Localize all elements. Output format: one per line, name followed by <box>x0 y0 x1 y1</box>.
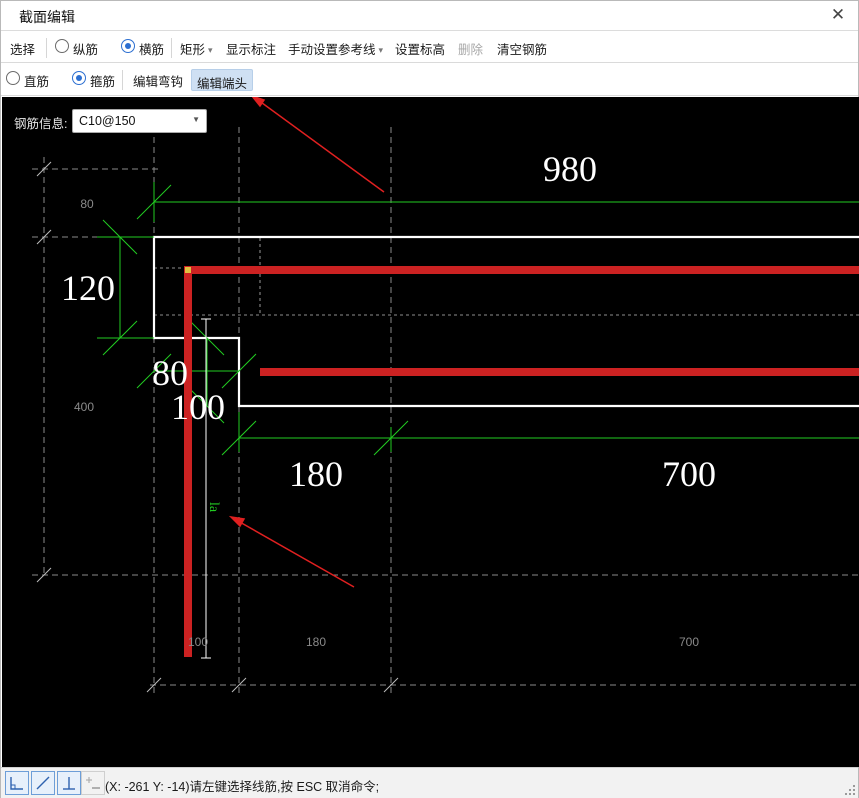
ortho-mode-icon[interactable] <box>5 771 29 795</box>
add-point-icon[interactable] <box>81 771 105 795</box>
dim-tick <box>189 388 225 424</box>
rebar-info-label: 钢筋信息: <box>14 117 68 131</box>
rebar-info-select[interactable]: C10@150 ▼ <box>72 109 207 133</box>
arrowhead <box>228 515 246 528</box>
toolbar-rebar-type: 直筋 箍筋 编辑弯钩 编辑端头 <box>1 64 858 96</box>
dim-small-180: 180 <box>306 635 326 649</box>
anchor-label: la <box>206 502 221 513</box>
annotation-arrow <box>257 99 385 193</box>
chevron-down-icon: ▼ <box>192 115 200 124</box>
oblique-mode-icon[interactable] <box>31 771 55 795</box>
show-dims-button[interactable]: 显示标注 <box>226 43 277 57</box>
dim-tick <box>136 353 172 389</box>
straight-label[interactable]: 直筋 <box>24 75 50 89</box>
clear-rebar-button[interactable]: 清空钢筋 <box>497 43 548 57</box>
guide-lines <box>32 127 859 697</box>
delete-button[interactable]: 删除 <box>458 43 484 57</box>
perpendicular-mode-icon[interactable] <box>57 771 81 795</box>
toolbar-divider <box>46 38 47 58</box>
section-drawing: 980 120 80 100 180 700 80 400 100 180 70… <box>32 97 859 697</box>
stirrup-label[interactable]: 箍筋 <box>90 75 116 89</box>
inner-guides <box>154 238 859 316</box>
straight-radio[interactable] <box>6 71 20 85</box>
edit-end-button[interactable]: 编辑端头 <box>191 69 254 91</box>
annotation-arrow <box>237 520 355 588</box>
dim-label-180: 180 <box>289 454 343 494</box>
dim-tick <box>102 219 138 255</box>
rebar-info-value: C10@150 <box>79 114 136 128</box>
chevron-down-icon: ▾ <box>378 45 384 55</box>
dim-tick <box>136 184 172 220</box>
dim-tick <box>373 420 409 456</box>
longitudinal-radio[interactable] <box>55 39 69 53</box>
drawing-canvas[interactable]: 980 120 80 100 180 700 80 400 100 180 70… <box>2 97 859 767</box>
dim-small-80: 80 <box>80 197 94 211</box>
dim-label-120: 120 <box>61 268 115 308</box>
tick-mark <box>146 677 162 693</box>
dim-small-100: 100 <box>188 635 208 649</box>
manual-ref-dropdown[interactable]: 手动设置参考线▾ <box>288 39 383 58</box>
window-title: 截面编辑 <box>19 9 75 25</box>
stirrup-radio[interactable] <box>72 71 86 85</box>
dim-label-980: 980 <box>543 149 597 189</box>
close-icon[interactable]: ✕ <box>830 5 846 24</box>
toolbar-divider <box>171 38 172 58</box>
dim-tick <box>189 320 225 356</box>
rebar-node <box>185 267 191 273</box>
dim-label-700: 700 <box>662 454 716 494</box>
title-bar: 截面编辑 ✕ <box>1 1 858 31</box>
dim-small-700: 700 <box>679 635 699 649</box>
anchor-dim <box>201 318 211 659</box>
toolbar-divider <box>122 70 123 90</box>
manual-ref-label: 手动设置参考线 <box>288 43 376 57</box>
annotation-arrows <box>228 97 385 588</box>
dim-tick <box>221 420 257 456</box>
dim-label-80: 80 <box>152 353 188 393</box>
set-elevation-button[interactable]: 设置标高 <box>395 43 446 57</box>
small-dim-labels: 80 400 100 180 700 <box>74 197 699 649</box>
guide-ticks <box>36 161 399 693</box>
large-dim-labels: 980 120 80 100 180 700 <box>61 149 716 494</box>
arrowhead <box>251 97 266 108</box>
toolbar-main: 选择 纵筋 横筋 矩形▾ 显示标注 手动设置参考线▾ 设置标高 删除 清空钢筋 <box>1 32 858 63</box>
select-button[interactable]: 选择 <box>10 43 36 57</box>
dimension-lines <box>97 182 859 456</box>
longitudinal-label[interactable]: 纵筋 <box>73 43 99 57</box>
status-bar: (X: -261 Y: -14)请左键选择线筋,按 ESC 取消命令; <box>1 767 858 798</box>
rectangle-dropdown[interactable]: 矩形▾ <box>180 39 213 58</box>
tick-mark <box>231 677 247 693</box>
status-message: (X: -261 Y: -14)请左键选择线筋,按 ESC 取消命令; <box>105 780 380 794</box>
dim-tick <box>102 320 138 356</box>
dim-label-100: 100 <box>171 387 225 427</box>
transverse-label[interactable]: 横筋 <box>139 43 165 57</box>
dim-small-400: 400 <box>74 400 94 414</box>
tick-mark <box>36 567 52 583</box>
chevron-down-icon: ▾ <box>208 45 213 55</box>
tick-mark <box>383 677 399 693</box>
edit-hook-button[interactable]: 编辑弯钩 <box>133 75 184 89</box>
section-outline <box>152 235 859 408</box>
dim-tick <box>221 353 257 389</box>
rectangle-label: 矩形 <box>180 43 206 57</box>
transverse-radio[interactable] <box>121 39 135 53</box>
tick-mark <box>36 161 52 177</box>
resize-grip-icon[interactable] <box>844 784 856 796</box>
tick-mark <box>36 229 52 245</box>
